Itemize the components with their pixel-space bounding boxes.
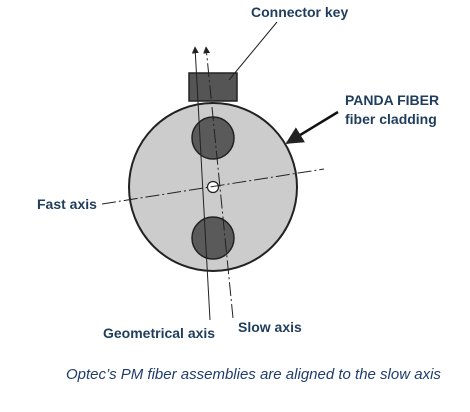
slow-axis-line — [203, 46, 234, 319]
stress-rod-top — [191, 116, 235, 160]
stress-rod-bottom — [191, 216, 235, 260]
geometrical-axis-line — [191, 46, 211, 321]
connector-key-label: Connector key — [251, 4, 348, 20]
panda-fiber-arrow — [285, 110, 339, 145]
connector-key-leader — [228, 21, 278, 81]
geometrical-axis-label: Geometrical axis — [103, 325, 215, 341]
fiber-cladding-label: fiber cladding — [345, 111, 437, 127]
figure-caption: Optec’s PM fiber assemblies are aligned … — [66, 366, 441, 383]
panda-fiber-label: PANDA FIBER — [345, 92, 439, 108]
fast-axis-line — [101, 168, 325, 205]
slow-axis-label: Slow axis — [238, 319, 302, 335]
fast-axis-label: Fast axis — [37, 196, 97, 212]
